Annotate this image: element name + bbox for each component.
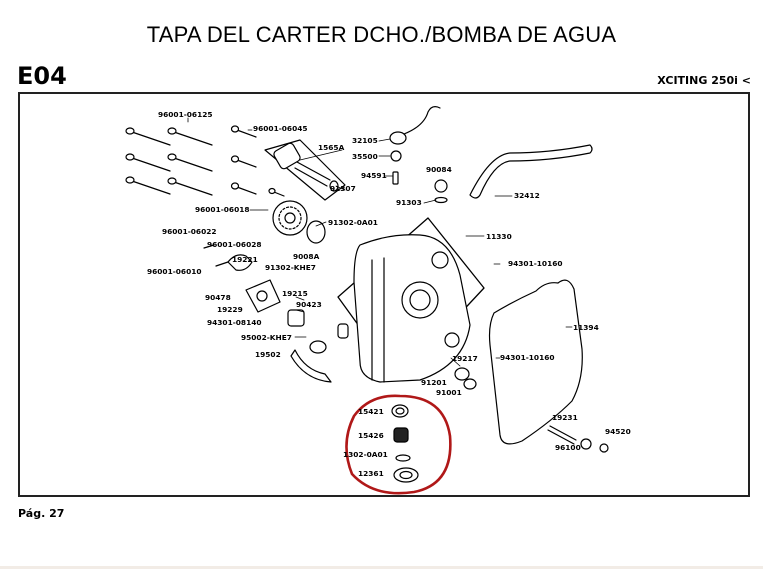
part-label: 11394 bbox=[573, 323, 599, 332]
diagram-frame bbox=[18, 92, 750, 497]
leader-lines bbox=[187, 117, 573, 367]
part-label: 91302-0A01 bbox=[328, 218, 378, 227]
part-label: 15426 bbox=[358, 431, 384, 440]
part-label: 96001-06018 bbox=[195, 205, 250, 214]
part-label: 94591 bbox=[361, 171, 387, 180]
part-label: 94301-10160 bbox=[500, 353, 555, 362]
part-label: 32412 bbox=[514, 191, 540, 200]
part-label: 91307 bbox=[330, 184, 356, 193]
part-label: 90423 bbox=[296, 300, 322, 309]
part-label: 19217 bbox=[452, 354, 478, 363]
part-label: 91302-KHE7 bbox=[265, 263, 316, 272]
part-label: 96001-06045 bbox=[253, 124, 308, 133]
pump-shaft-parts bbox=[547, 425, 609, 453]
part-label: 19231 bbox=[552, 413, 578, 422]
part-label: 94520 bbox=[605, 427, 631, 436]
crankcase-cover bbox=[337, 217, 485, 383]
water-pump-body bbox=[272, 200, 326, 244]
part-label: 35500 bbox=[352, 152, 378, 161]
thermostat-assembly bbox=[264, 139, 346, 201]
part-label: 32105 bbox=[352, 136, 378, 145]
part-label: 19502 bbox=[255, 350, 281, 359]
hose-fittings bbox=[203, 244, 332, 383]
part-labels: 96001-06125 96001-06045 1565A 91307 3210… bbox=[147, 110, 631, 478]
page-title: TAPA DEL CARTER DCHO./BOMBA DE AGUA bbox=[146, 22, 617, 47]
part-label: 11330 bbox=[486, 232, 512, 241]
highlight-group bbox=[345, 394, 452, 495]
part-label: 91303 bbox=[396, 198, 422, 207]
part-label: 96100 bbox=[555, 443, 581, 452]
part-label: 96001-06022 bbox=[162, 227, 217, 236]
part-label: 95002-KHE7 bbox=[241, 333, 292, 342]
part-label: 1302-0A01 bbox=[343, 450, 388, 459]
part-label: 90084 bbox=[426, 165, 452, 174]
part-label: 9008A bbox=[293, 252, 320, 261]
section-code: E04 bbox=[17, 62, 67, 90]
part-label: 15421 bbox=[358, 407, 384, 416]
bottom-divider bbox=[0, 566, 763, 569]
part-label: 19229 bbox=[217, 305, 243, 314]
part-label: 96001-06125 bbox=[158, 110, 213, 119]
part-label: 1565A bbox=[318, 143, 345, 152]
page-number: Pág. 27 bbox=[18, 507, 65, 520]
part-label: 94301-10160 bbox=[508, 259, 563, 268]
part-label: 12361 bbox=[358, 469, 384, 478]
bolt-group-left bbox=[125, 127, 213, 196]
part-label: 91201 bbox=[421, 378, 447, 387]
part-label: 96001-06010 bbox=[147, 267, 202, 276]
bolt-group-center bbox=[230, 125, 285, 197]
part-label: 90478 bbox=[205, 293, 231, 302]
part-label: 19221 bbox=[232, 255, 258, 264]
model-label: XCITING 250i < bbox=[657, 74, 751, 87]
part-label: 94301-08140 bbox=[207, 318, 262, 327]
sensor-wire bbox=[389, 106, 593, 204]
part-label: 19215 bbox=[282, 289, 308, 298]
part-label: 91001 bbox=[436, 388, 462, 397]
cover-gasket bbox=[488, 279, 583, 445]
seal-parts bbox=[454, 367, 477, 390]
part-label: 96001-06028 bbox=[207, 240, 262, 249]
